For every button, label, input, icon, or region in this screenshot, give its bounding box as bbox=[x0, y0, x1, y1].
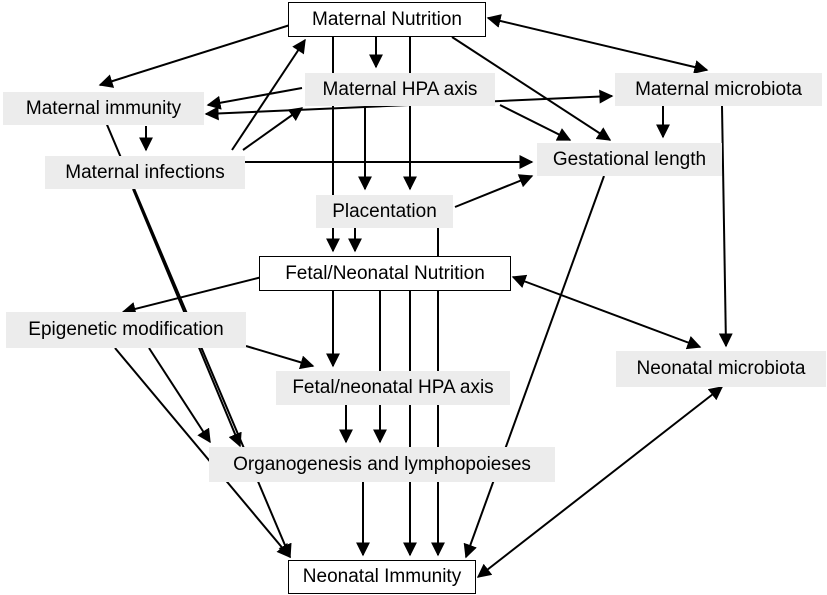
node-maternal-infections: Maternal infections bbox=[45, 156, 245, 189]
arrow-maternal-hpa-axis-to-maternal-immunity bbox=[206, 87, 303, 110]
node-placentation: Placentation bbox=[316, 195, 453, 228]
node-fetal-neonatal-hpa-axis: Fetal/neonatal HPA axis bbox=[276, 371, 510, 405]
arrow-maternal-nutrition-to-gestational-length bbox=[451, 36, 612, 141]
node-neonatal-immunity: Neonatal Immunity bbox=[288, 560, 476, 594]
arrow-fetal-neonatal-nutrition-to-epigenetic-modification bbox=[121, 276, 263, 316]
node-neonatal-microbiota: Neonatal microbiota bbox=[616, 351, 826, 387]
node-maternal-microbiota: Maternal microbiota bbox=[615, 73, 822, 106]
arrow-placentation-to-gestational-length bbox=[454, 174, 534, 208]
arrow-maternal-infections-to-maternal-nutrition bbox=[231, 38, 306, 151]
node-epigenetic-modification: Epigenetic modification bbox=[6, 312, 246, 348]
arrow-epigenetic-modification-to-organogenesis-lymphopoieses bbox=[148, 347, 211, 444]
arrow-neonatal-microbiota-to-neonatal-immunity bbox=[476, 386, 724, 578]
arrow-maternal-infections-to-maternal-hpa-axis bbox=[242, 107, 304, 151]
arrow-epigenetic-modification-to-neonatal-immunity bbox=[114, 347, 291, 559]
node-maternal-nutrition: Maternal Nutrition bbox=[288, 2, 486, 37]
node-fetal-neonatal-nutrition: Fetal/Neonatal Nutrition bbox=[259, 256, 511, 291]
arrow-epigenetic-modification-to-fetal-neonatal-hpa-axis bbox=[245, 345, 315, 370]
node-organogenesis-lymphopoieses: Organogenesis and lymphopoieses bbox=[209, 447, 555, 482]
node-gestational-length: Gestational length bbox=[537, 143, 722, 176]
node-maternal-hpa-axis: Maternal HPA axis bbox=[305, 73, 495, 106]
arrow-maternal-nutrition-to-maternal-microbiota bbox=[486, 14, 709, 74]
arrow-maternal-nutrition-to-maternal-immunity bbox=[98, 24, 291, 88]
arrow-gestational-length-to-neonatal-immunity bbox=[463, 175, 605, 559]
arrow-maternal-hpa-axis-to-gestational-length bbox=[499, 104, 572, 141]
arrow-maternal-microbiota-to-neonatal-microbiota bbox=[718, 105, 733, 348]
arrow-fetal-neonatal-nutrition-to-neonatal-microbiota bbox=[511, 274, 702, 350]
node-maternal-immunity: Maternal immunity bbox=[3, 92, 204, 125]
